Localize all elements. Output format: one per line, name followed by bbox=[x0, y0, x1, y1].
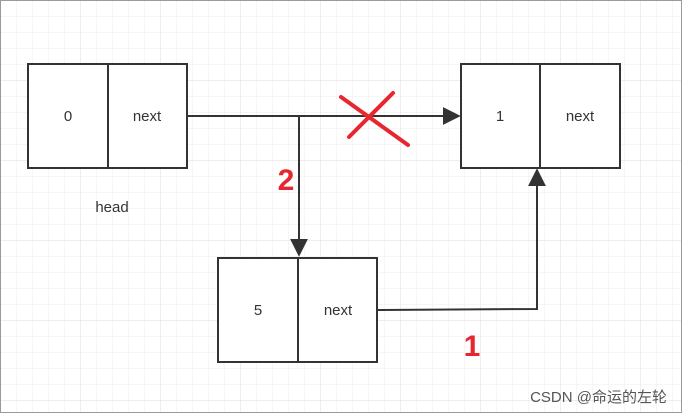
watermark-text: CSDN @命运的左轮 bbox=[530, 388, 667, 406]
node-head: 0 next head bbox=[27, 63, 188, 216]
node-head-next-cell bbox=[107, 63, 188, 169]
node-head-pointer: next bbox=[133, 108, 162, 125]
node-head-label: head bbox=[95, 199, 128, 216]
node-five: 5 next bbox=[217, 257, 378, 363]
node-one-next-cell bbox=[539, 63, 621, 169]
node-one: 1 next bbox=[460, 63, 621, 169]
cross-mark-icon bbox=[339, 91, 410, 147]
node-head-value-cell bbox=[27, 63, 109, 169]
step-label-first: 1 bbox=[464, 330, 481, 363]
node-head-value: 0 bbox=[64, 108, 72, 125]
node-one-pointer: next bbox=[566, 108, 595, 125]
node-five-pointer: next bbox=[324, 302, 353, 319]
step-label-second: 2 bbox=[278, 164, 295, 197]
node-one-value: 1 bbox=[496, 108, 504, 125]
node-five-value: 5 bbox=[254, 302, 262, 319]
arrow-five-to-one bbox=[376, 168, 546, 311]
node-five-next-cell bbox=[297, 257, 378, 363]
